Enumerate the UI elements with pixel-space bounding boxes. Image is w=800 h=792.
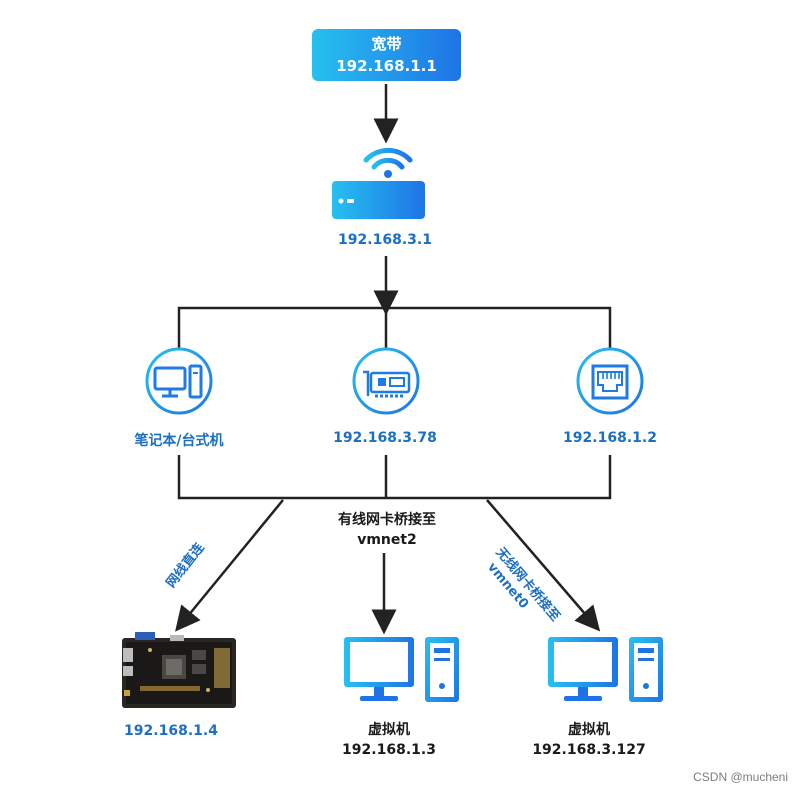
board-ip-label: 192.168.1.4 — [124, 723, 218, 739]
edge-label-wired-line2: vmnet2 — [357, 532, 417, 548]
vm1-ip: 192.168.1.3 — [342, 742, 436, 758]
vm2-ip: 192.168.3.127 — [532, 742, 646, 758]
arrow-direct-to-board — [175, 499, 284, 632]
nic-ip-label: 192.168.3.78 — [333, 430, 437, 446]
laptop-label: 笔记本/台式机 — [134, 433, 224, 449]
dev-board-image — [122, 632, 236, 708]
desktop-computer-icon — [145, 347, 213, 415]
network-card-icon — [352, 347, 420, 415]
router-icon — [332, 147, 425, 219]
broadband-title: 宽带 — [371, 35, 402, 53]
vm2-label: 虚拟机 192.168.3.127 — [532, 720, 645, 760]
broadband-node: 宽带 192.168.1.1 — [312, 29, 461, 81]
vm2-name: 虚拟机 — [568, 722, 610, 738]
connector-lines — [175, 84, 612, 635]
edge-label-wired-line1: 有线网卡桥接至 — [338, 512, 436, 528]
arrow-wireless-to-vm2 — [486, 499, 601, 632]
vm-computer-icon-1 — [344, 637, 459, 702]
ethernet-port-icon — [576, 347, 644, 415]
ethernet-ip-label: 192.168.1.2 — [563, 430, 657, 446]
vm1-label: 虚拟机 192.168.1.3 — [342, 720, 436, 760]
router-ip-label: 192.168.3.1 — [338, 232, 432, 248]
vm1-name: 虚拟机 — [367, 722, 410, 738]
bottom-bus-line — [177, 455, 612, 500]
top-bus-line — [177, 306, 612, 350]
vm-computer-icon-2 — [548, 637, 663, 702]
edge-label-wired: 有线网卡桥接至 vmnet2 — [338, 510, 436, 550]
watermark: CSDN @mucheni — [693, 770, 788, 784]
broadband-ip: 192.168.1.1 — [336, 57, 437, 75]
